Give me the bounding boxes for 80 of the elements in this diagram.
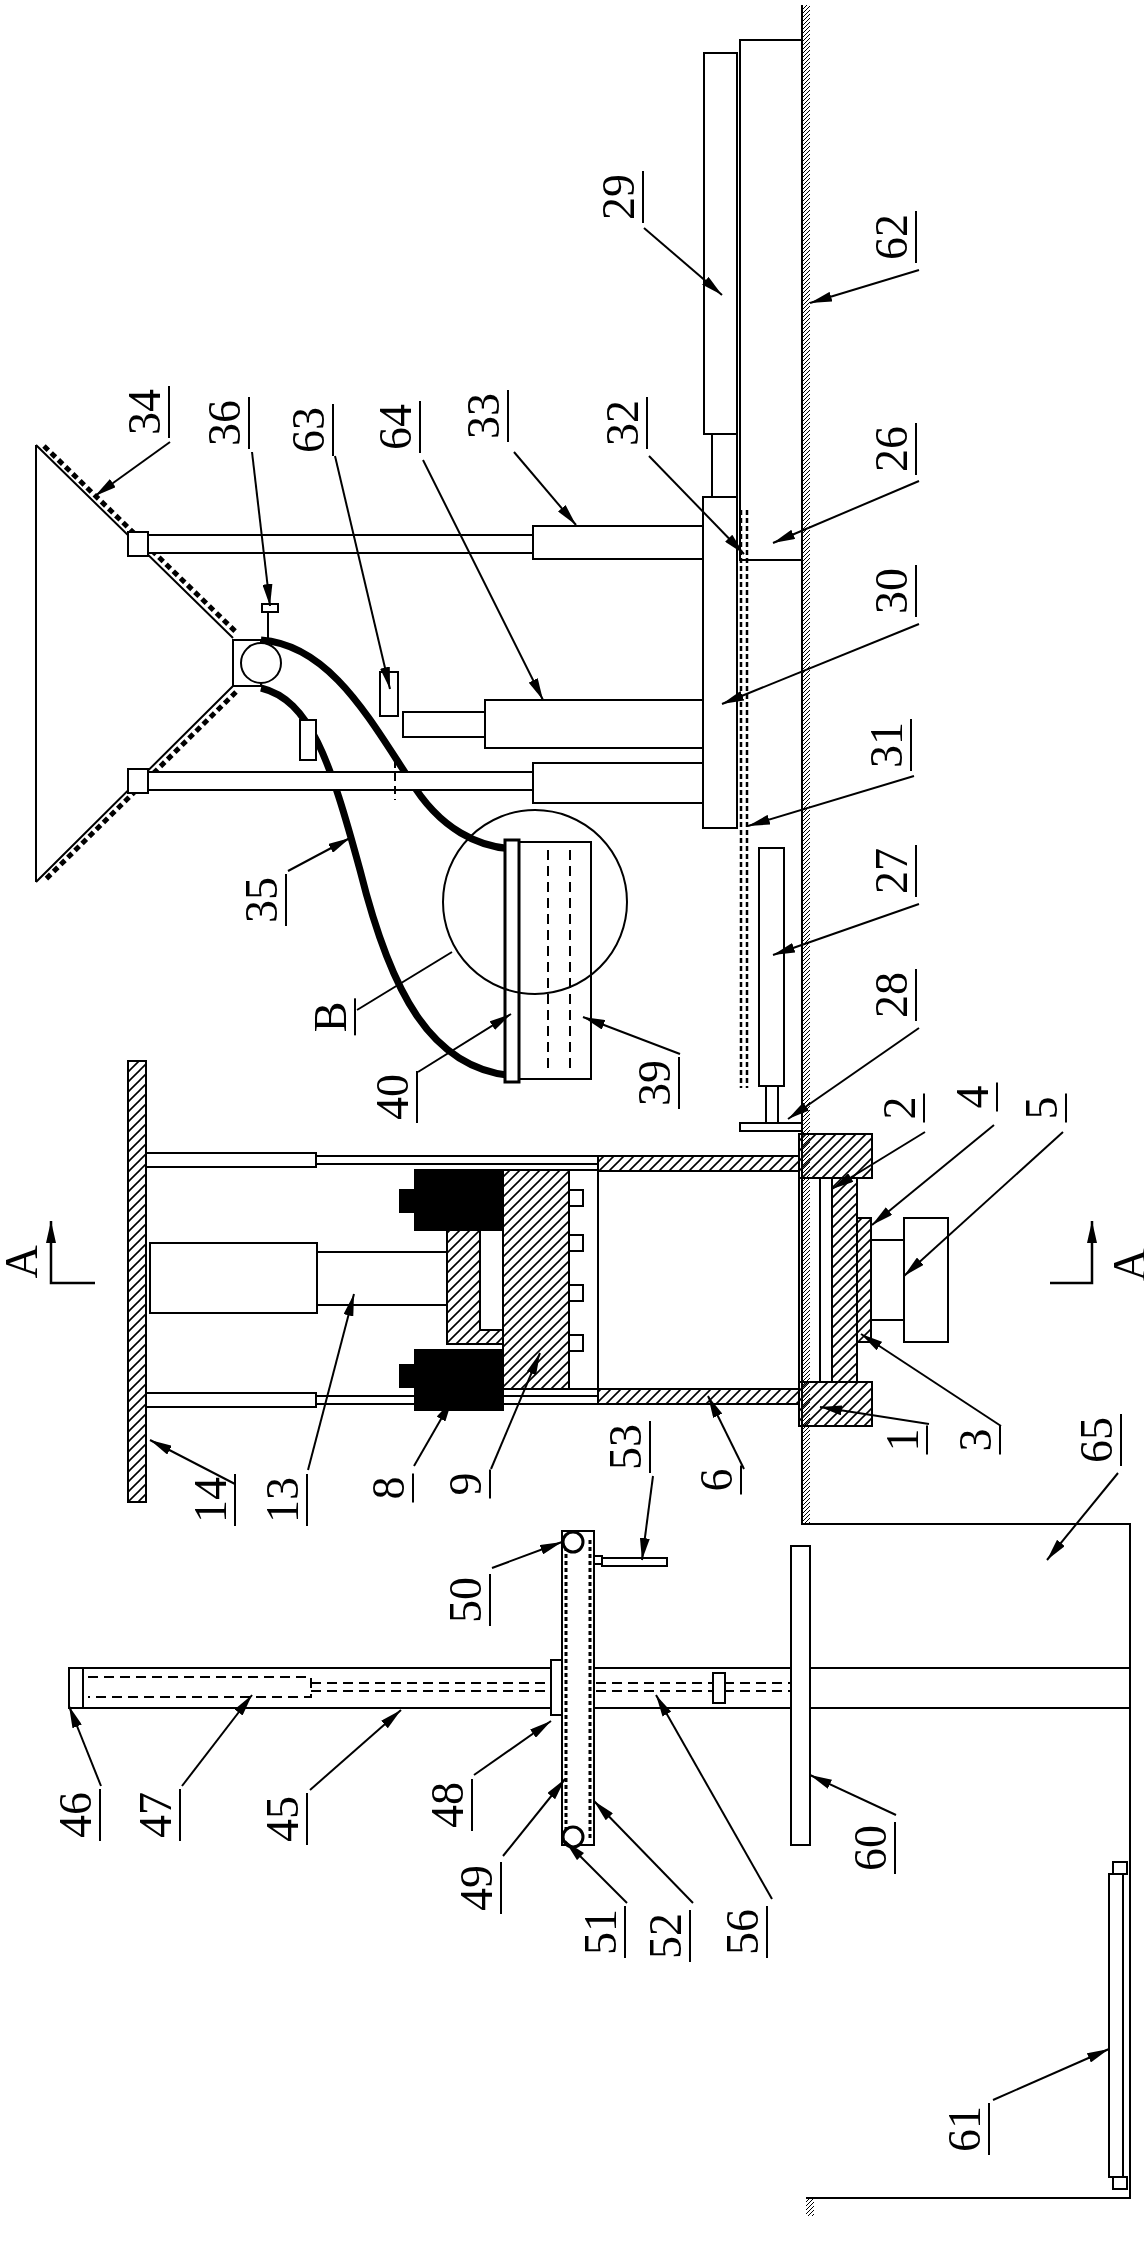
callout-number: 30	[869, 565, 917, 617]
leader-line	[502, 1778, 566, 1857]
callout-number: 1	[880, 1425, 928, 1455]
callout-number: 27	[869, 845, 917, 897]
leader-line	[831, 1131, 926, 1190]
leader-line	[490, 1352, 541, 1470]
leader-line	[655, 1694, 773, 1900]
leader-line	[747, 775, 915, 827]
callout-number: 61	[942, 2103, 990, 2155]
leader-line	[772, 480, 920, 544]
leader-line	[68, 1705, 102, 1787]
callout-number: 52	[643, 1910, 691, 1962]
callout-number: 31	[864, 719, 912, 771]
leader-line	[772, 903, 920, 956]
leader-line	[809, 269, 920, 304]
callout-number: 4	[950, 1082, 998, 1112]
callout-number: 9	[443, 1469, 491, 1499]
callout-number: 6	[694, 1465, 742, 1495]
leader-line	[334, 455, 391, 690]
callout-number: 46	[53, 1789, 101, 1841]
callout-number: 62	[869, 211, 917, 263]
leader-line	[564, 1840, 628, 1904]
callout-number: 35	[239, 874, 287, 926]
leader-line	[181, 1694, 253, 1787]
callout-number: 32	[600, 397, 648, 449]
callout-number: 65	[1074, 1414, 1122, 1466]
leader-line	[903, 1131, 1064, 1277]
callout-number: 34	[122, 386, 170, 438]
callout-number: 2	[877, 1093, 925, 1123]
leader-line	[307, 1293, 355, 1471]
leader-line	[491, 1541, 563, 1569]
callout-number: 63	[286, 404, 334, 456]
callout-number: 26	[869, 423, 917, 475]
callout-number: 47	[133, 1789, 181, 1841]
leader-line	[309, 1709, 402, 1791]
callout-number: 56	[720, 1906, 768, 1958]
leader-line	[721, 623, 920, 705]
leader-line	[639, 1475, 654, 1561]
leader-line	[809, 1774, 897, 1816]
callout-number: 36	[202, 397, 250, 449]
leader-line	[860, 1333, 1002, 1427]
callout-number: 14	[188, 1474, 236, 1526]
leader-line	[707, 1395, 745, 1470]
callout-number: 28	[869, 969, 917, 1021]
callout-number: 5	[1019, 1093, 1067, 1123]
leader-line	[1046, 1472, 1119, 1561]
leader-line	[473, 1720, 552, 1776]
leader-line	[648, 455, 745, 555]
leader-line	[513, 451, 577, 526]
leader-line	[643, 227, 723, 296]
callout-number: 49	[454, 1862, 502, 1914]
callout-number: B	[308, 998, 356, 1036]
leader-line	[593, 1800, 694, 1904]
callout-number: 64	[373, 401, 421, 453]
callout-number: 33	[461, 390, 509, 442]
leader-line	[251, 451, 273, 607]
callout-number: 48	[425, 1779, 473, 1831]
leader-line	[356, 951, 453, 1011]
callout-number: 51	[578, 1906, 626, 1958]
callout-number: 53	[603, 1421, 651, 1473]
leader-line	[992, 2048, 1110, 2101]
callout-number: 60	[848, 1822, 896, 1874]
leader-line	[287, 837, 351, 872]
leader-line	[787, 1027, 920, 1120]
callout-number: 39	[632, 1057, 680, 1109]
callout-number: 45	[260, 1793, 308, 1845]
leader-line	[417, 1013, 512, 1073]
leader-line	[94, 441, 171, 497]
callout-number: 29	[596, 171, 644, 223]
callout-number: 3	[953, 1425, 1001, 1455]
callout-number: 40	[370, 1071, 418, 1123]
leader-line	[149, 1439, 236, 1485]
leader-line	[582, 1016, 681, 1055]
callout-number: 13	[260, 1474, 308, 1526]
callout-number: 50	[443, 1574, 491, 1626]
callout-number: 8	[366, 1473, 414, 1503]
leader-line	[422, 459, 544, 701]
section-label: A	[0, 1245, 45, 1279]
leader-line	[871, 1124, 995, 1226]
leader-line	[819, 1405, 930, 1425]
